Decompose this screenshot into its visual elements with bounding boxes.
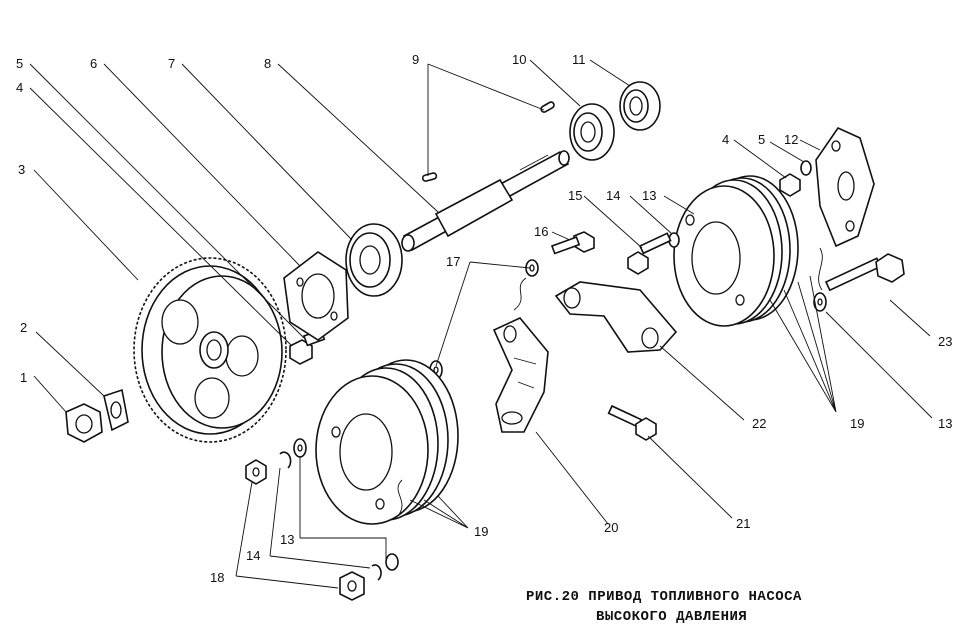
callout-4-left: 4 <box>16 80 23 95</box>
callout-9: 9 <box>412 52 419 67</box>
callout-4-right: 4 <box>722 132 729 147</box>
part-18-nut-bottom <box>339 571 365 601</box>
callout-13-right: 13 <box>938 416 952 431</box>
assembly-arrow-lower <box>397 479 403 517</box>
callout-19-right: 19 <box>850 416 864 431</box>
callout-21: 21 <box>736 516 750 531</box>
part-13-washer-right <box>813 292 827 312</box>
part-6-flange <box>283 251 349 341</box>
part-14-washer-bottom <box>371 564 382 581</box>
figure-caption-line-1: РИС.20 ПРИВОД ТОПЛИВНОГО НАСОСА <box>526 589 802 605</box>
part-1-nut <box>65 403 103 443</box>
part-19-coupling-hub-lower <box>315 359 459 525</box>
figure-caption-line-2: ВЫСОКОГО ДАВЛЕНИЯ <box>596 609 747 625</box>
part-12-coupling-disc <box>815 126 875 248</box>
callout-22: 22 <box>752 416 766 431</box>
callout-12: 12 <box>784 132 798 147</box>
part-7-bearing <box>345 223 403 297</box>
callout-13-lower: 13 <box>280 532 294 547</box>
callout-19-lower: 19 <box>474 524 488 539</box>
callout-20: 20 <box>604 520 618 535</box>
callout-5-right: 5 <box>758 132 765 147</box>
part-2-lock-washer <box>103 388 129 432</box>
part-3-drive-gear <box>133 257 287 443</box>
part-17-washer-upper <box>525 259 539 277</box>
part-11-bearing <box>619 81 661 131</box>
callout-17: 17 <box>446 254 460 269</box>
callout-5-left: 5 <box>16 56 23 71</box>
part-16-bolt <box>550 231 595 255</box>
part-10-bearing <box>569 103 615 161</box>
callout-23: 23 <box>938 334 952 349</box>
part-8-shaft <box>401 150 570 252</box>
part-13-washer-lower <box>293 438 307 458</box>
callout-8: 8 <box>264 56 271 71</box>
callout-15: 15 <box>568 188 582 203</box>
callout-14-upper: 14 <box>606 188 620 203</box>
assembly-arrow-upper <box>513 277 527 311</box>
part-20-bracket <box>492 317 549 433</box>
part-4-bolt-upper <box>779 173 801 197</box>
callout-18: 18 <box>210 570 224 585</box>
callout-13-upper: 13 <box>642 188 656 203</box>
callout-2: 2 <box>20 320 27 335</box>
leader-lines <box>29 59 933 589</box>
callout-7: 7 <box>168 56 175 71</box>
part-15-bolt <box>627 232 672 275</box>
assembly-arrow-right <box>818 247 823 291</box>
callout-1: 1 <box>20 370 27 385</box>
callout-14-lower: 14 <box>246 548 260 563</box>
part-13-washer-bottom <box>385 553 399 571</box>
part-9-key <box>421 101 555 182</box>
part-18-nut-lower <box>245 459 267 485</box>
part-14-washer-lower <box>279 451 292 469</box>
part-19-coupling-hub-upper <box>673 175 799 327</box>
part-21-bolt <box>607 404 657 441</box>
callout-10: 10 <box>512 52 526 67</box>
callout-3: 3 <box>18 162 25 177</box>
callout-16: 16 <box>534 224 548 239</box>
callout-6: 6 <box>90 56 97 71</box>
part-5-washer-upper <box>800 160 812 176</box>
callout-11: 11 <box>572 52 586 67</box>
part-22-lever <box>554 281 678 353</box>
part-23-long-bolt <box>824 253 905 292</box>
